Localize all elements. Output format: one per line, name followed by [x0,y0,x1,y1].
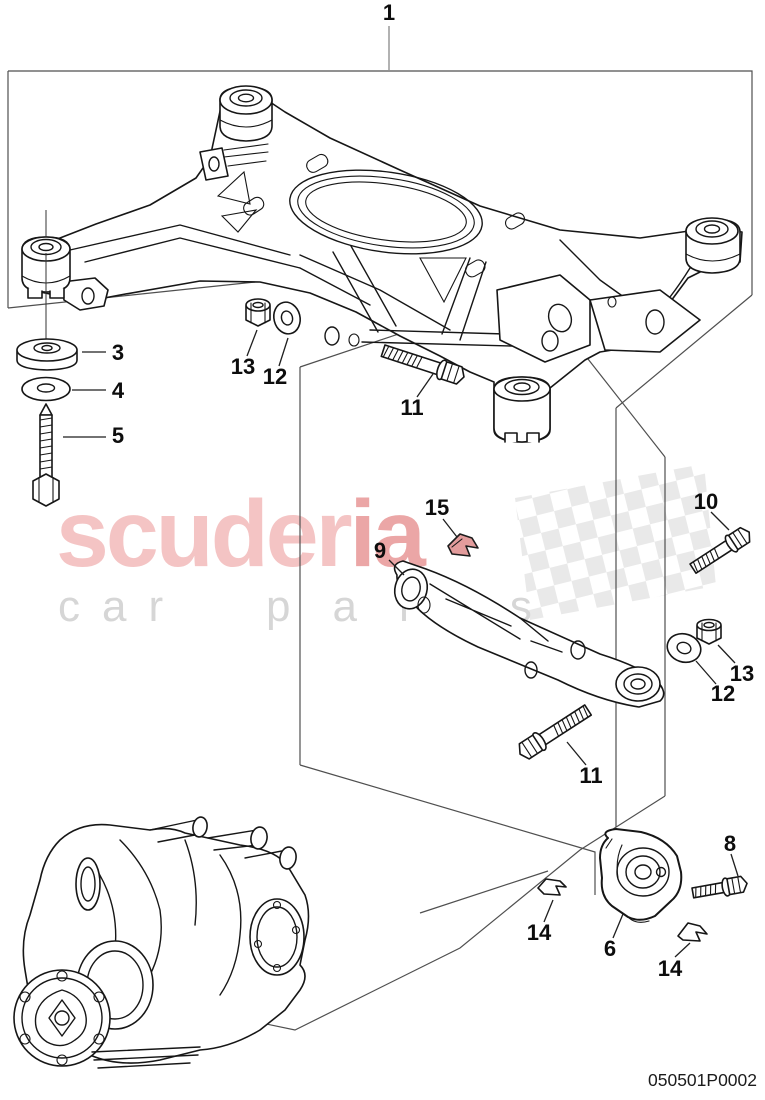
differential-housing [13,816,310,1069]
callout-label-9: 9 [374,538,386,563]
callout-label-1: 1 [383,0,395,25]
subframe-bushing-top [219,85,273,142]
callout-label-4: 4 [112,378,125,403]
callout-label-14: 14 [527,920,552,945]
brand-watermark: scuderia [56,481,427,587]
callout-leader-lines [63,329,739,958]
tagline-word-car: car [58,582,185,631]
subframe-part-1 [21,85,743,443]
part-15-clip-selected [447,533,479,557]
part-9-torque-arm [393,560,665,708]
callout-label-11: 11 [579,763,602,788]
callout-label-13: 13 [231,354,255,379]
part-6-mount [599,828,683,923]
callout-label-11: 11 [400,395,423,420]
part-number-label: 050501P0002 [648,1070,757,1090]
callout-label-12: 12 [711,681,735,706]
part-11-bolt-lower [518,704,593,760]
part-12-washer-right [666,632,702,664]
callout-label-14: 14 [658,956,683,981]
callout-label-12: 12 [263,364,287,389]
part-14-clip-left [537,878,567,896]
callout-label-6: 6 [604,936,616,961]
subframe-bushing-right [685,217,741,274]
part-12-washer-left [273,301,301,335]
callout-label-8: 8 [724,831,736,856]
callout-label-10: 10 [694,489,718,514]
part-3-bushing-disc [16,210,78,371]
callout-label-15: 15 [425,495,449,520]
callout-label-3: 3 [112,340,124,365]
part-8-bolt [691,875,748,899]
part-13-nut-right [696,618,722,645]
callout-label-5: 5 [112,423,124,448]
part-14-clip-right [677,922,708,942]
part-4-washer [21,376,71,402]
part-10-bolt [689,526,751,575]
subframe-bushing-bottom [493,376,551,443]
part-13-nut-left [245,298,271,327]
callout-label-13: 13 [730,661,754,686]
part-11-bolt-upper [380,344,465,385]
part-5-bolt [32,403,60,507]
